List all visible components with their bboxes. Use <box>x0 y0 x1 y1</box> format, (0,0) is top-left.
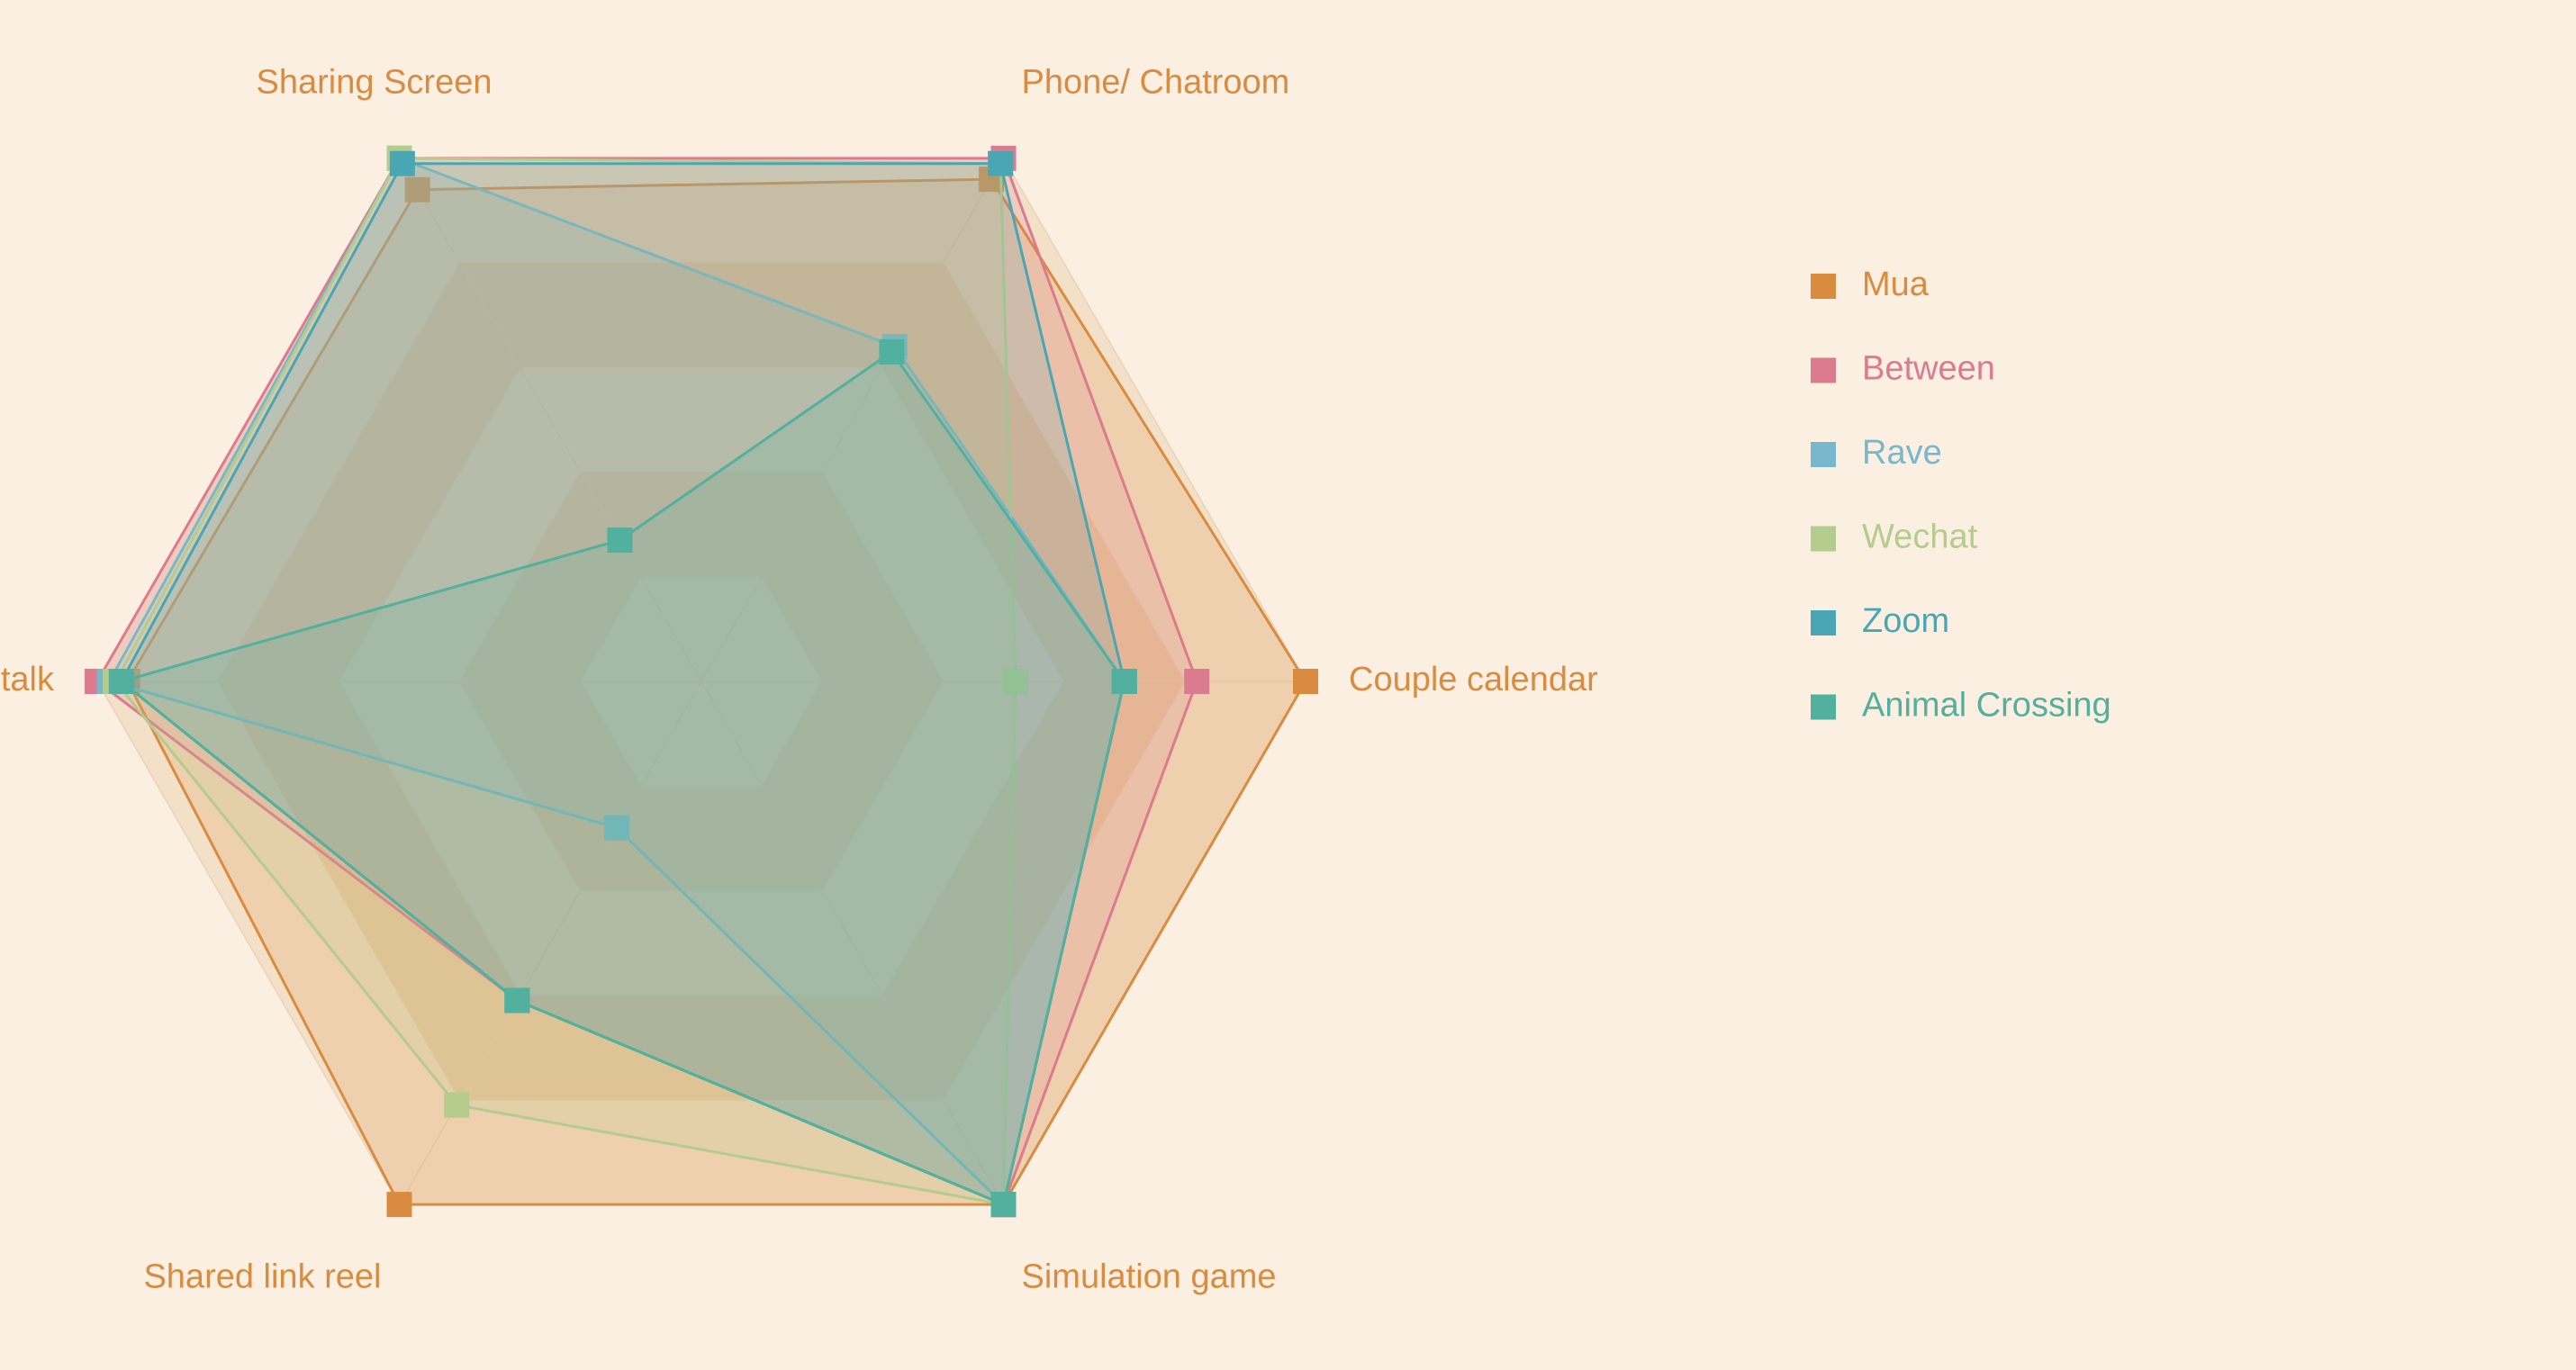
data-point <box>607 527 633 554</box>
legend-item[interactable]: Animal Crossing <box>1811 687 2111 725</box>
data-point <box>108 669 134 694</box>
legend-swatch <box>1811 694 1836 720</box>
data-point <box>1002 669 1028 694</box>
legend-item[interactable]: Rave <box>1811 434 1942 472</box>
legend-label: Animal Crossing <box>1862 687 2111 725</box>
legend-swatch <box>1811 610 1836 635</box>
data-point <box>504 987 530 1014</box>
legend-item[interactable]: Mua <box>1811 266 1930 303</box>
legend-item[interactable]: Wechat <box>1811 518 1978 556</box>
legend-item[interactable]: Zoom <box>1811 602 1949 640</box>
legend-label: Mua <box>1862 266 1930 303</box>
legend-swatch <box>1811 526 1836 552</box>
radar-grid <box>96 158 1306 1205</box>
legend-label: Wechat <box>1862 518 1978 556</box>
axis-label: Sharing Screen <box>257 63 493 101</box>
data-point <box>990 1192 1017 1218</box>
legend-item[interactable]: Between <box>1811 350 1995 388</box>
series-animal-crossing <box>108 338 1137 1218</box>
legend-swatch <box>1811 274 1836 299</box>
data-point <box>604 815 630 841</box>
radar-series <box>85 145 1318 1218</box>
axis-line <box>700 158 1005 682</box>
data-point <box>1184 669 1210 694</box>
axis-line <box>398 158 702 682</box>
data-point <box>1293 669 1318 694</box>
data-point <box>879 338 905 365</box>
data-point <box>389 150 415 176</box>
legend-label: Zoom <box>1862 602 1949 640</box>
legend-swatch <box>1811 442 1836 467</box>
legend-label: Between <box>1862 350 1995 388</box>
data-point <box>386 1192 412 1218</box>
axis-line <box>700 680 1005 1205</box>
axis-label: Video talk <box>0 661 55 699</box>
data-point <box>988 150 1014 176</box>
legend-swatch <box>1811 357 1836 383</box>
axis-label: Phone/ Chatroom <box>1022 63 1290 101</box>
axis-label: Shared link reel <box>143 1258 381 1296</box>
axis-label: Couple calendar <box>1349 661 1598 699</box>
legend-label: Rave <box>1862 434 1942 472</box>
data-point <box>1111 669 1137 694</box>
data-point <box>444 1092 470 1118</box>
axis-label: Simulation game <box>1022 1258 1277 1296</box>
axis-labels: Couple calendar Phone/ Chatroom Sharing Sc… <box>0 63 1598 1295</box>
data-point <box>404 176 430 203</box>
